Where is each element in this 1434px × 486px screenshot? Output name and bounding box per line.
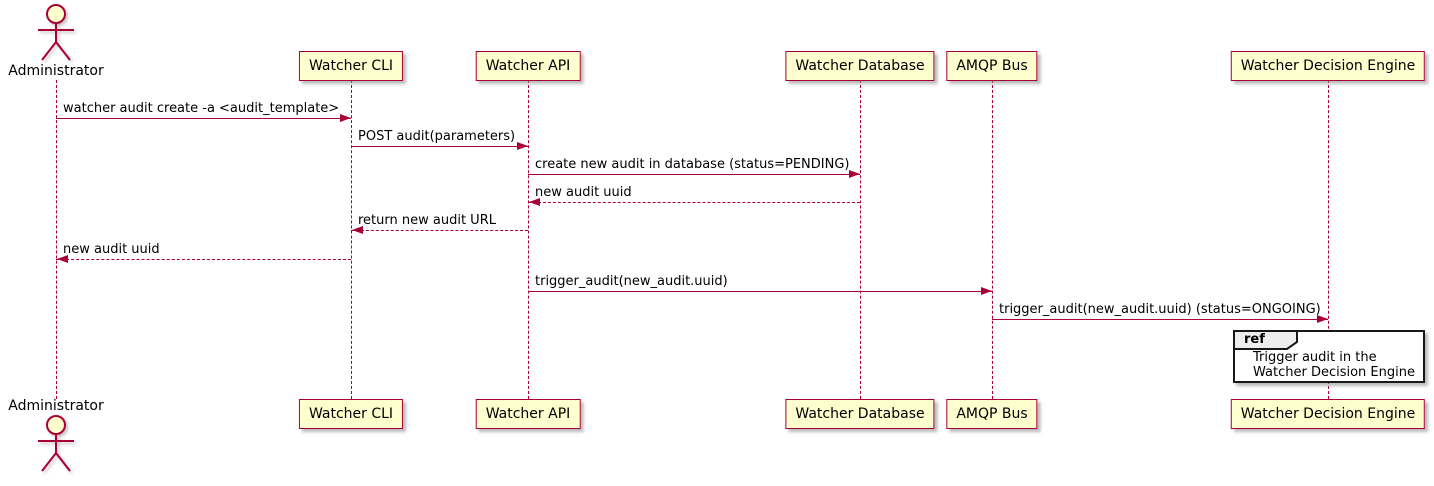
message-label: trigger_audit(new_audit.uuid) (status=ON… — [999, 302, 1321, 317]
participant-box: Watcher Decision Engine — [1230, 399, 1426, 429]
message-label: POST audit(parameters) — [358, 129, 516, 144]
participant-box: Watcher API — [475, 51, 581, 81]
ref-text-line1: Trigger audit in the — [1253, 350, 1377, 365]
message-label: return new audit URL — [358, 213, 496, 228]
message-label: trigger_audit(new_audit.uuid) — [535, 274, 728, 289]
message-arrowhead — [849, 170, 860, 178]
message-arrowhead — [529, 198, 540, 206]
message-arrowhead — [1317, 315, 1328, 323]
lifeline — [351, 80, 352, 399]
message-arrowhead — [981, 287, 992, 295]
ref-tag-pentagon — [1233, 330, 1298, 350]
message-line — [528, 174, 860, 175]
message-label: watcher audit create -a <audit_template> — [63, 101, 340, 116]
message-line — [992, 319, 1328, 320]
lifeline — [860, 80, 861, 399]
participant-box: Watcher Database — [785, 51, 935, 81]
message-line — [351, 230, 528, 231]
message-label: new audit uuid — [535, 185, 632, 200]
actor-icon-bottom — [38, 415, 74, 472]
message-line — [528, 291, 992, 292]
message-line — [351, 146, 528, 147]
message-arrowhead — [517, 142, 528, 150]
actor-name-bottom: Administrator — [8, 398, 104, 414]
message-label: new audit uuid — [63, 242, 160, 257]
message-label: create new audit in database (status=PEN… — [535, 157, 850, 172]
participant-box: Watcher CLI — [298, 51, 404, 81]
message-line — [56, 118, 351, 119]
message-line — [528, 202, 860, 203]
actor-name-top: Administrator — [8, 63, 104, 79]
participant-box: Watcher API — [475, 399, 581, 429]
ref-text-line2: Watcher Decision Engine — [1253, 364, 1415, 380]
participant-box: Watcher Database — [785, 399, 935, 429]
actor-icon-top — [38, 4, 74, 61]
ref-fragment: ref Trigger audit in the Watcher Decisio… — [1233, 330, 1425, 383]
lifeline — [992, 80, 993, 399]
lifeline — [56, 80, 57, 399]
ref-keyword: ref — [1244, 332, 1265, 347]
participant-box: AMQP Bus — [946, 399, 1038, 429]
participant-box: Watcher Decision Engine — [1230, 51, 1426, 81]
ref-text: Trigger audit in the Watcher Decision En… — [1253, 350, 1415, 380]
message-line — [56, 259, 351, 260]
participant-box: Watcher CLI — [298, 399, 404, 429]
message-arrowhead — [340, 114, 351, 122]
message-arrowhead — [352, 226, 363, 234]
participant-box: AMQP Bus — [946, 51, 1038, 81]
lifeline — [1328, 80, 1329, 399]
message-arrowhead — [57, 255, 68, 263]
lifeline — [528, 80, 529, 399]
